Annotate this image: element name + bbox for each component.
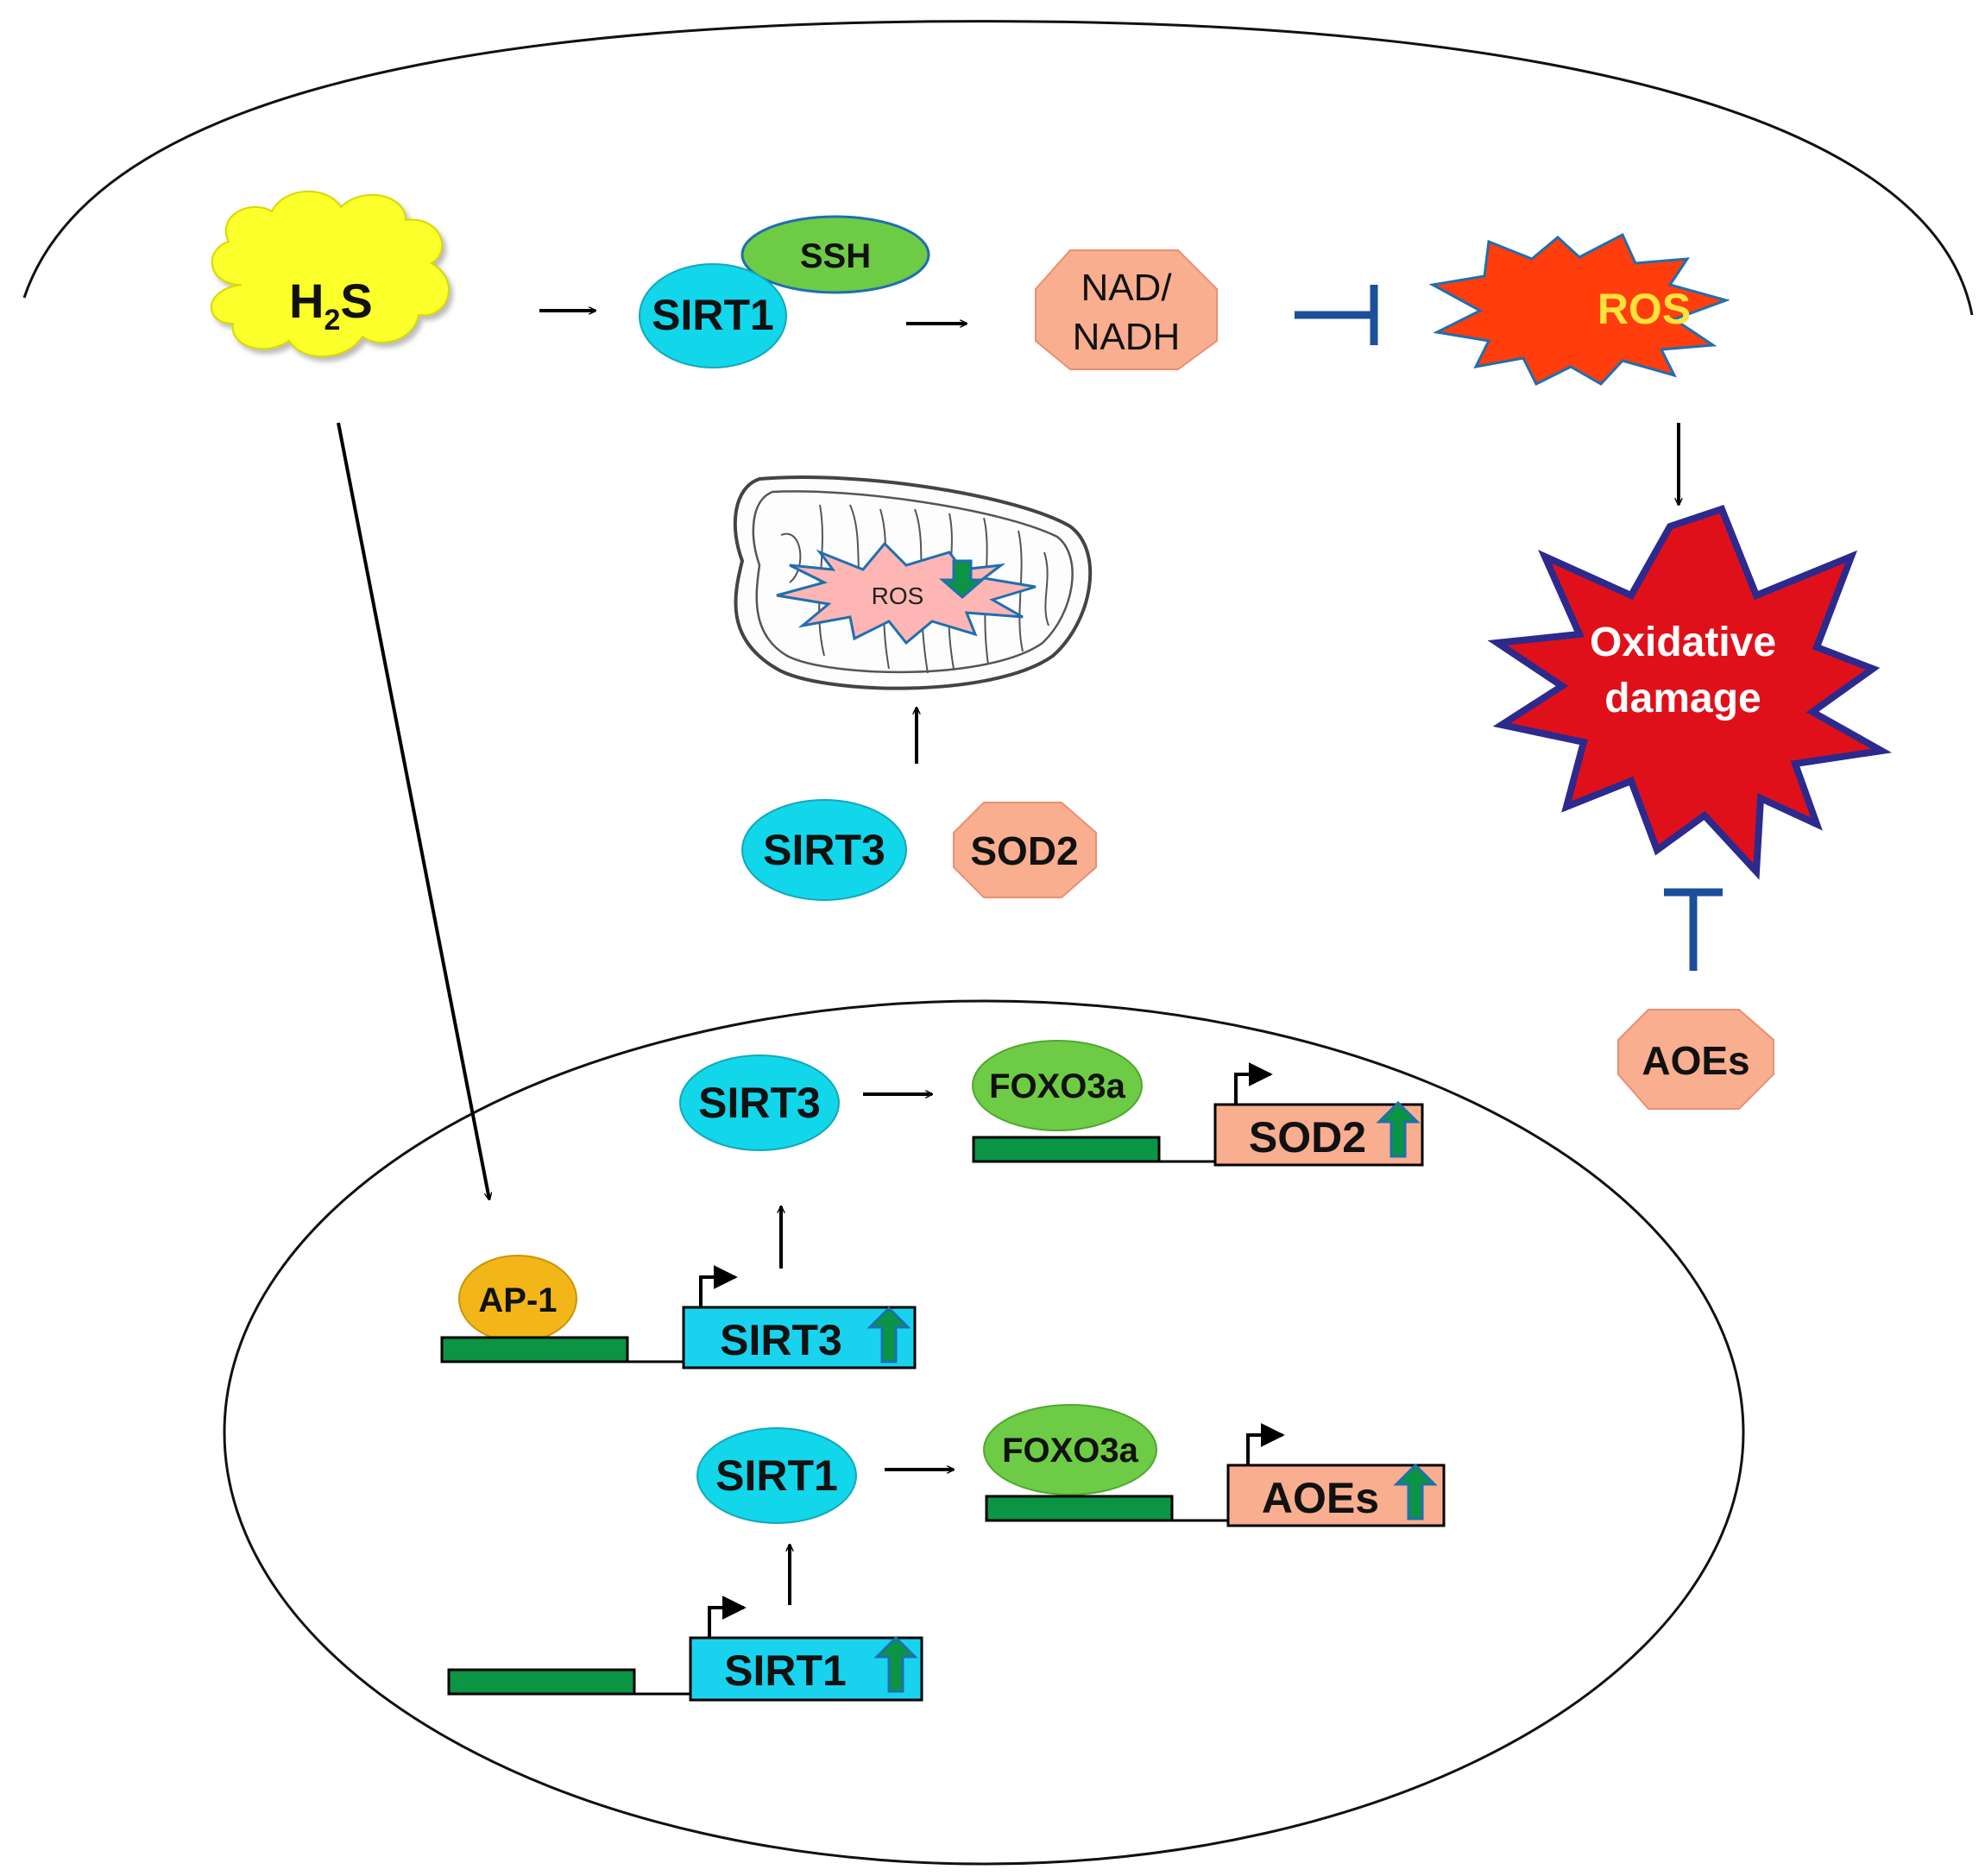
sirt3-gene-box (682, 1306, 917, 1369)
cyto-sirt3-label: SIRT3 (763, 826, 885, 874)
sod2-tss-arrow (1234, 1062, 1273, 1105)
inhibitor-nad-ros (1295, 285, 1378, 345)
dna-bar-sirt1 (447, 1668, 636, 1696)
nuc-sirt1-label: SIRT1 (715, 1451, 838, 1500)
h2s-label: H2S (289, 274, 373, 337)
ssh-label: SSH (800, 237, 871, 275)
aoes-label: AOEs (1642, 1038, 1749, 1083)
sirt1-gene-box (689, 1636, 923, 1702)
dna-bar-sod2 (972, 1136, 1161, 1163)
dna-bar-sirt3 (440, 1336, 629, 1363)
foxo3a-top-label: FOXO3a (989, 1067, 1126, 1105)
sirt1-ellipse (639, 263, 787, 368)
ssh-ellipse (740, 215, 930, 294)
foxo3a-bottom-ellipse (983, 1404, 1157, 1495)
cell-membrane (22, 20, 1974, 316)
damage-label-line1: Oxidative (1590, 620, 1776, 665)
sirt1-label: SIRT1 (652, 291, 774, 339)
oxidative-damage-star (1487, 505, 1893, 880)
nuc-sirt1-ellipse (696, 1427, 857, 1524)
aoes-up-arrow (1393, 1463, 1438, 1520)
aoes-octagon (1617, 1009, 1774, 1110)
mito-ros-label: ROS (872, 582, 924, 609)
sod2-up-arrow (1376, 1100, 1421, 1158)
cyto-sod2-label: SOD2 (970, 828, 1078, 873)
mito-ros-down-arrow (938, 559, 986, 599)
ros-label: ROS (1597, 285, 1691, 333)
h2s-cloud (210, 190, 450, 358)
cyto-sirt3-ellipse (741, 799, 907, 901)
nuc-sirt3-ellipse (679, 1054, 840, 1151)
arrow-h2s-to-ap1 (337, 422, 489, 1199)
nucleus-membrane (223, 999, 1745, 1866)
dna-bar-aoes (985, 1495, 1174, 1522)
ap1-label: AP-1 (478, 1281, 557, 1319)
sirt3-tss-arrow (699, 1265, 738, 1307)
sirt1-up-arrow (873, 1635, 918, 1693)
foxo3a-top-ellipse (972, 1040, 1143, 1131)
nad-label-line1: NAD/ (1081, 267, 1172, 309)
nuc-sirt3-label: SIRT3 (698, 1079, 821, 1127)
ros-star (1428, 232, 1730, 387)
sirt3-gene-label: SIRT3 (720, 1316, 842, 1364)
aoes-gene-label: AOEs (1262, 1474, 1379, 1522)
sirt1-tss-arrow (708, 1596, 747, 1638)
cyto-sod2-octagon (953, 802, 1097, 898)
sod2-gene-label: SOD2 (1249, 1113, 1366, 1161)
nad-octagon (1035, 249, 1218, 370)
mito-ros-burst (776, 541, 1037, 645)
aoes-tss-arrow (1246, 1423, 1285, 1465)
damage-label-line2: damage (1604, 676, 1761, 721)
sirt3-up-arrow (866, 1306, 911, 1363)
inhibitor-aoes-damage (1664, 888, 1723, 971)
sirt1-gene-label: SIRT1 (724, 1646, 847, 1695)
foxo3a-bottom-label: FOXO3a (1002, 1432, 1139, 1470)
nad-label-line2: NADH (1073, 316, 1181, 358)
